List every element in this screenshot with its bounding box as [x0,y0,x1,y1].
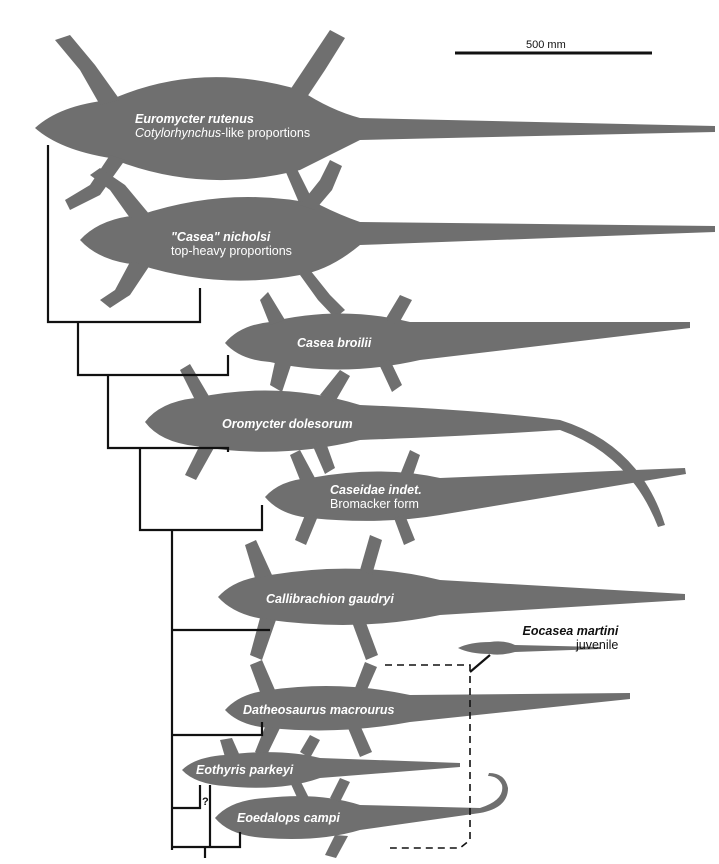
taxon-name: Eoedalops campi [237,811,340,825]
label-euromycter: Euromycter rutenus Cotylorhynchus-like p… [135,112,310,140]
taxon-note: Bromacker form [330,497,419,511]
taxon-name: "Casea" nicholsi [171,230,271,244]
uncertain-node-label: ? [202,796,209,808]
taxon-name: Casea broilii [297,336,372,350]
label-caseidae-indet: Caseidae indet. Bromacker form [330,483,422,511]
taxon-note: -like proportions [221,126,311,140]
scale-bar-label: 500 mm [526,39,566,51]
label-casea-broilii: Casea broilii [297,336,371,350]
label-eocasea: Eocasea martini juvenile [512,624,619,652]
taxon-note-italic: Cotylorhynchus [135,126,222,140]
taxon-name: Caseidae indet. [330,483,422,497]
eocasea-connector [469,654,491,673]
silhouette-caseidae-indet [265,450,686,545]
taxon-name: Callibrachion gaudryi [266,592,394,606]
taxon-name: Euromycter rutenus [135,112,254,126]
silhouette-callibrachion [218,535,685,660]
silhouette-casea-nicholsi [80,160,715,318]
silhouette-eocasea [458,641,600,655]
label-casea-nicholsi: "Casea" nicholsi top-heavy proportions [171,230,292,258]
silhouette-euromycter [35,30,715,225]
silhouette-datheosaurus [225,660,630,757]
label-datheosaurus: Datheosaurus macrourus [243,703,394,717]
taxon-name: Eothyris parkeyi [196,763,294,777]
silhouette-casea-broilii [225,292,690,392]
taxon-name: Datheosaurus macrourus [243,703,395,717]
silhouette-oromycter [145,364,665,527]
taxon-name: Oromycter dolesorum [222,417,353,431]
taxon-name: Eocasea martini [522,624,619,638]
label-callibrachion: Callibrachion gaudryi [266,592,394,606]
label-eothyris: Eothyris parkeyi [196,763,293,777]
taxon-note: top-heavy proportions [171,244,292,258]
taxon-note: juvenile [576,638,619,652]
label-eoedalops: Eoedalops campi [237,811,340,825]
label-oromycter: Oromycter dolesorum [222,417,353,431]
silhouette-eoedalops [215,773,508,858]
cladogram [46,145,270,858]
